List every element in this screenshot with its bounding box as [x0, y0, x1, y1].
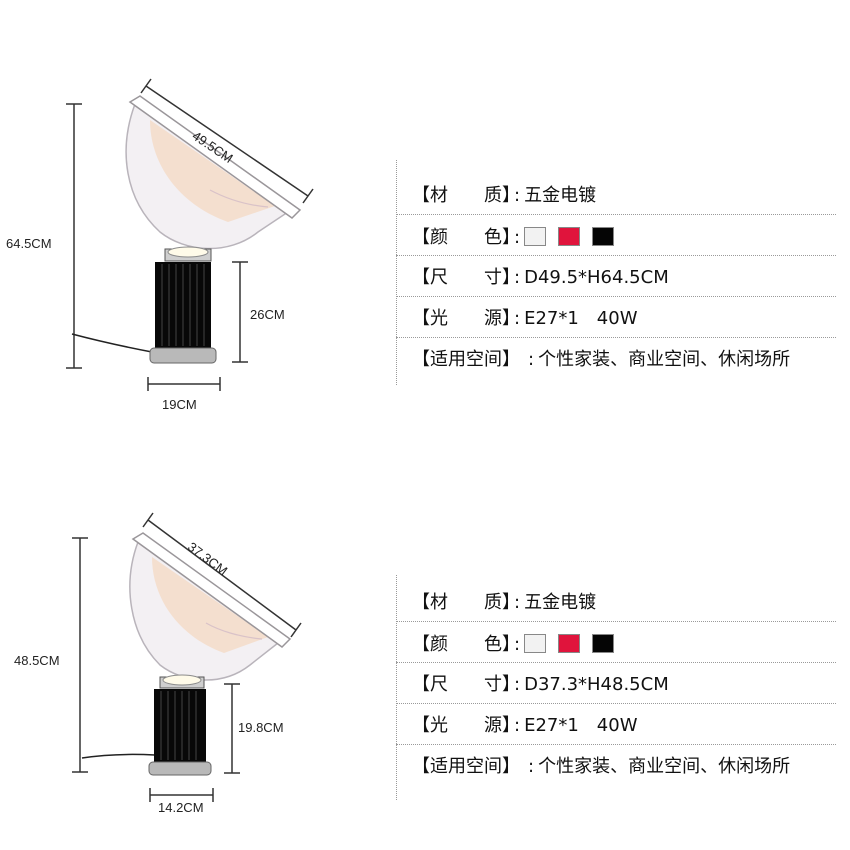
size-label: 【尺 寸】 [412, 267, 520, 288]
spec-row-material: 【材 质】:五金电镀 [396, 175, 836, 215]
spec-row-color: 【颜 色】: [396, 216, 836, 256]
spec-divider [396, 575, 397, 800]
material-value: 五金电镀 [524, 592, 597, 613]
black-swatch[interactable] [592, 227, 615, 246]
spec-row-size: 【尺 寸】:D37.3*H48.5CM [396, 664, 836, 704]
base-width-label: 14.2CM [158, 800, 204, 815]
light-label: 【光 源】 [412, 308, 520, 329]
size-value: D49.5*H64.5CM [524, 267, 669, 288]
spec-row-size: 【尺 寸】:D49.5*H64.5CM [396, 257, 836, 297]
white-swatch[interactable] [524, 227, 547, 246]
white-swatch[interactable] [524, 634, 547, 653]
spec-row-space: 【适用空间】:个性家装、商业空间、休闲场所 [412, 756, 791, 777]
color-label: 【颜 色】 [412, 227, 520, 248]
base-width-label: 19CM [162, 397, 197, 412]
lamp-illustration-icon [66, 78, 314, 391]
spec-divider [396, 160, 397, 385]
material-value: 五金电镀 [524, 185, 597, 206]
red-swatch[interactable] [558, 634, 581, 653]
height-label: 64.5CM [6, 236, 52, 251]
spec-row-space: 【适用空间】:个性家装、商业空间、休闲场所 [412, 349, 791, 370]
lamp-illustration-icon [72, 512, 302, 802]
base-height-label: 26CM [250, 307, 285, 322]
product-panel-small: 37.3CM 48.5CM 19.8CM 14.2CM 【材 质】:五金电镀 【… [0, 425, 850, 850]
light-label: 【光 源】 [412, 715, 520, 736]
material-label: 【材 质】 [412, 185, 520, 206]
red-swatch[interactable] [558, 227, 581, 246]
size-value: D37.3*H48.5CM [524, 674, 669, 695]
light-value: E27*1 40W [524, 715, 638, 736]
height-label: 48.5CM [14, 653, 60, 668]
material-label: 【材 质】 [412, 592, 520, 613]
product-panel-large: 49.5CM 64.5CM 26CM 19CM 【材 质】:五金电镀 【颜 色】… [6, 78, 836, 412]
space-value: 个性家装、商业空间、休闲场所 [538, 756, 791, 777]
space-label: 【适用空间】 [412, 756, 520, 777]
color-label: 【颜 色】 [412, 634, 520, 655]
base-height-label: 19.8CM [238, 720, 284, 735]
spec-row-light: 【光 源】:E27*1 40W [396, 705, 836, 745]
spec-row-color: 【颜 色】: [396, 623, 836, 663]
space-label: 【适用空间】 [412, 349, 520, 370]
spec-row-material: 【材 质】:五金电镀 [396, 582, 836, 622]
space-value: 个性家装、商业空间、休闲场所 [538, 349, 791, 370]
light-value: E27*1 40W [524, 308, 638, 329]
spec-row-light: 【光 源】:E27*1 40W [396, 298, 836, 338]
size-label: 【尺 寸】 [412, 674, 520, 695]
black-swatch[interactable] [592, 634, 615, 653]
